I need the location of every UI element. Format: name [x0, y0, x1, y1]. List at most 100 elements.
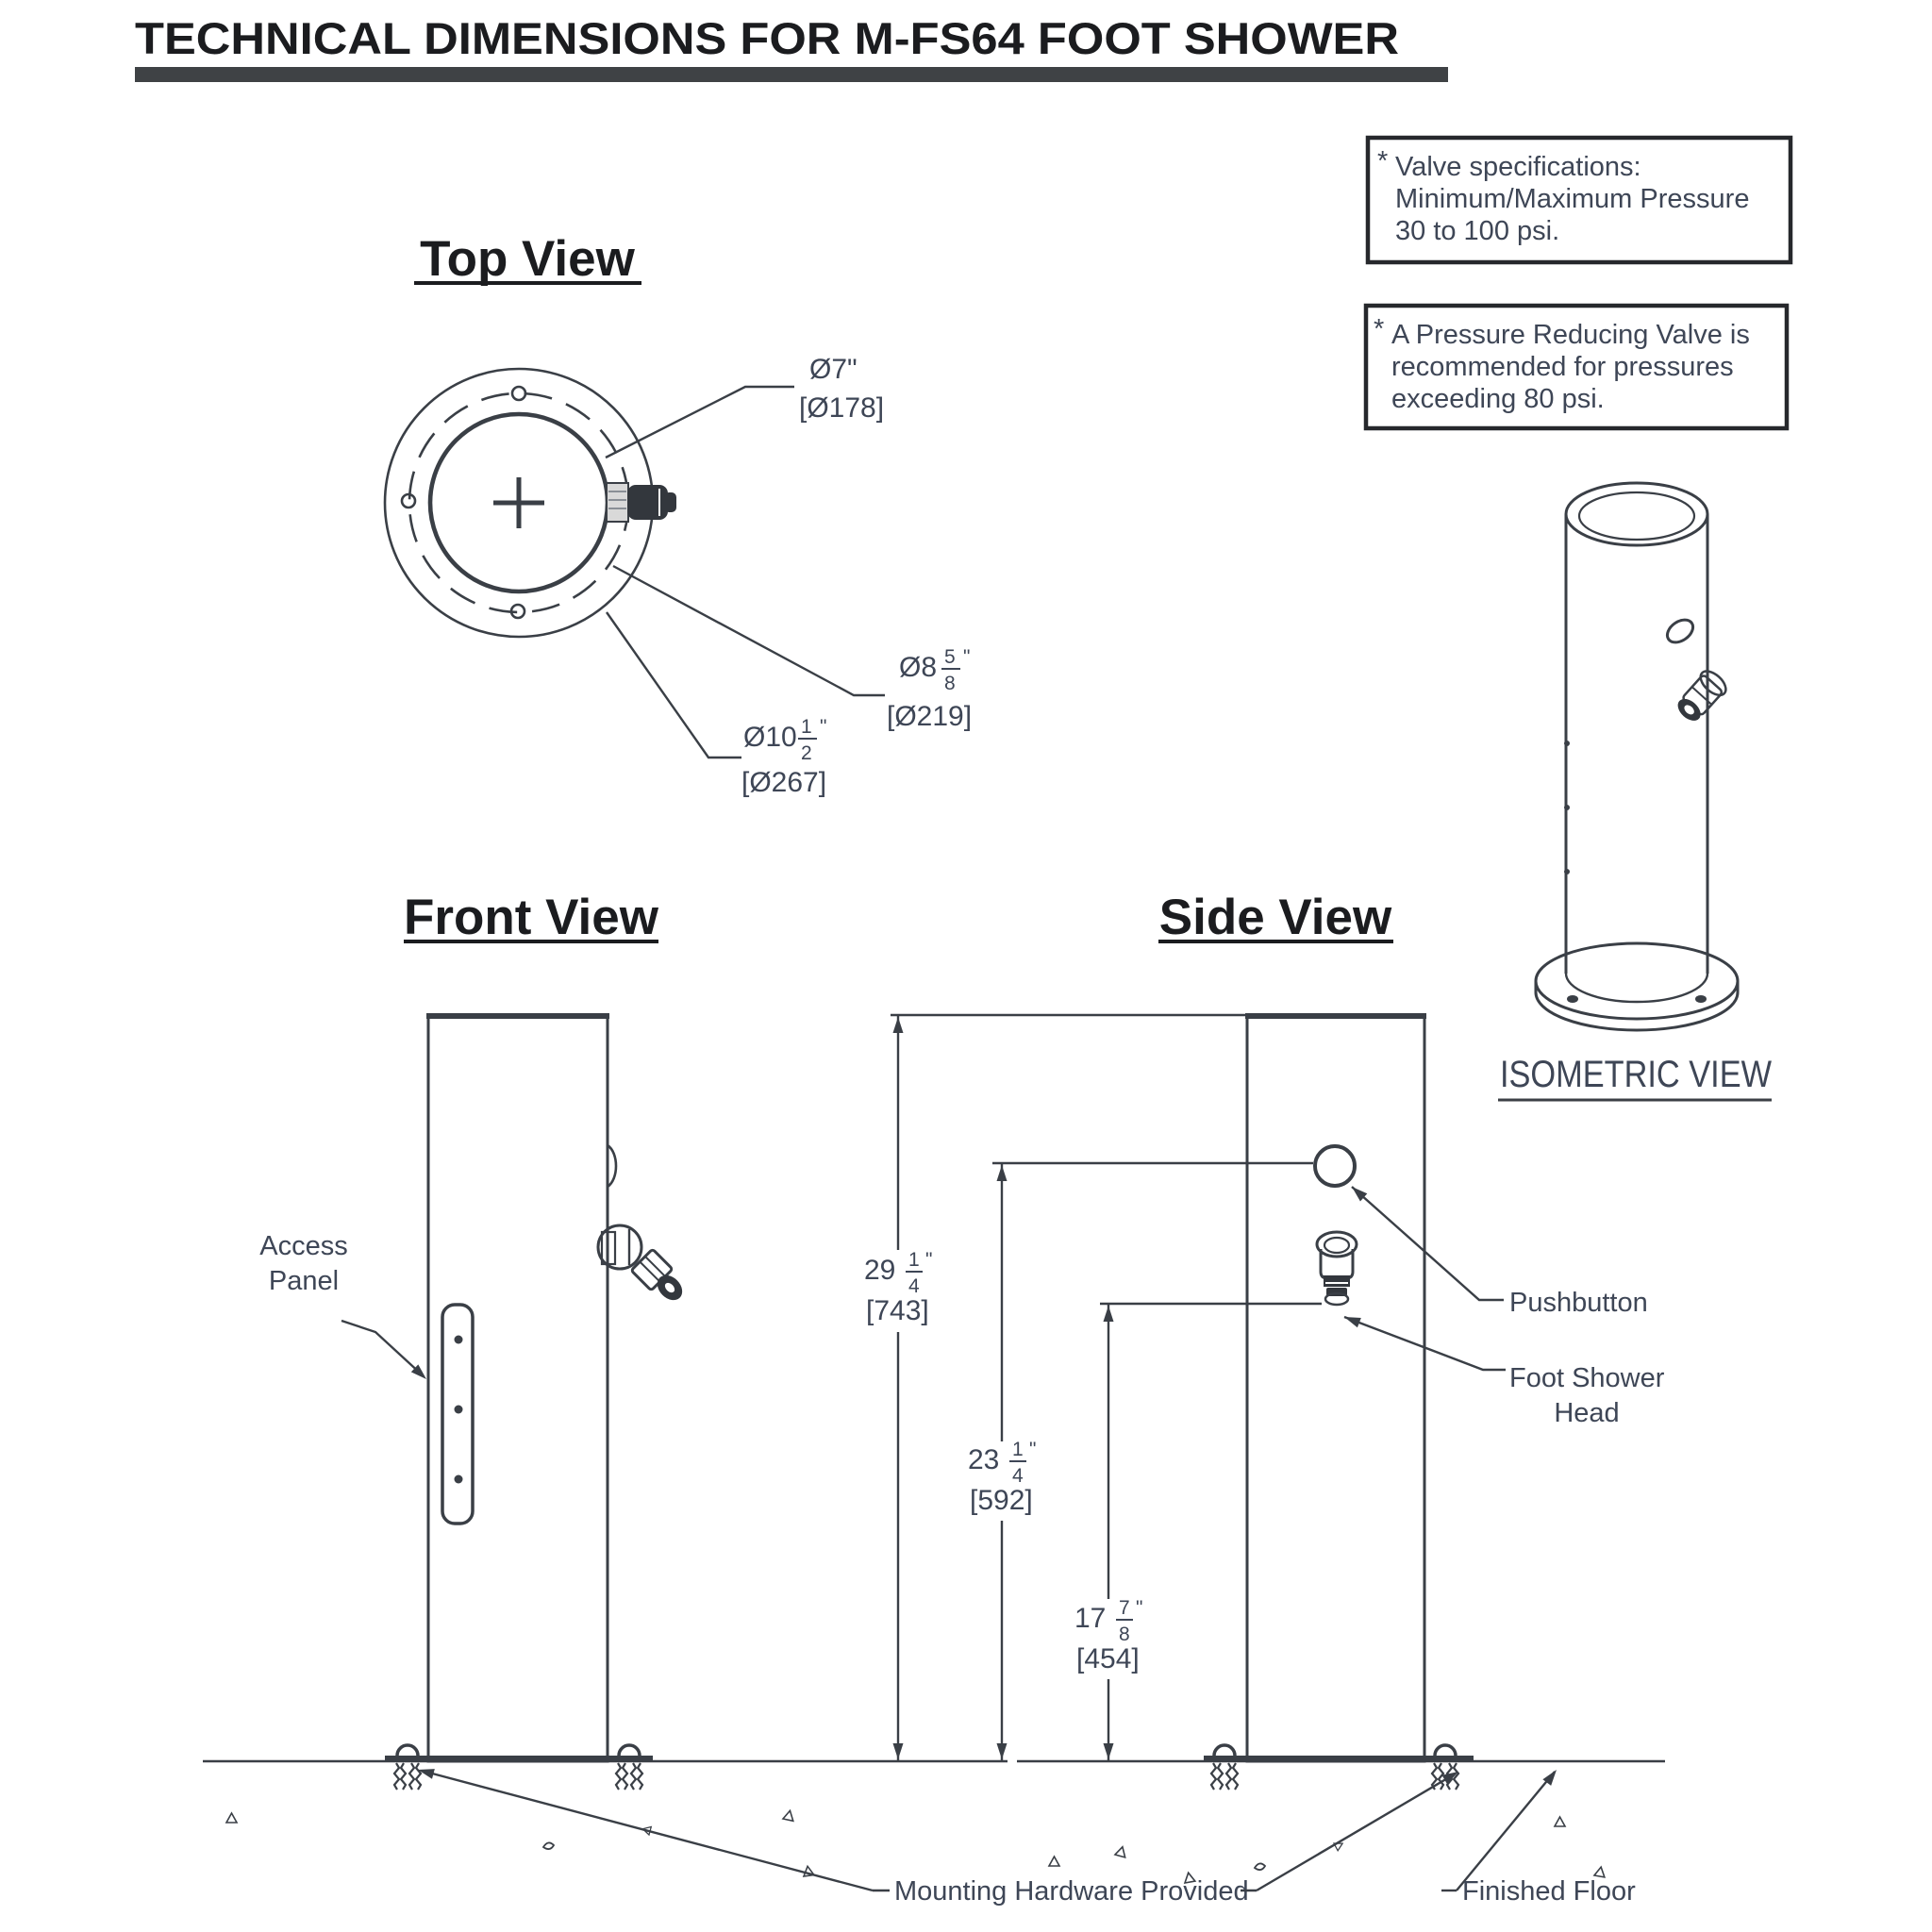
side-view: Side View 29 1 4 — [864, 890, 1665, 1791]
side-base-plate — [1204, 1756, 1474, 1762]
mounting-leader-right — [1256, 1772, 1457, 1892]
iso-panel-mark — [1564, 805, 1570, 810]
access-panel-screw — [454, 1405, 463, 1414]
dia-outer-num: 1 — [801, 716, 812, 738]
dim-head-arrow-top — [1103, 1306, 1114, 1322]
iso-panel-mark — [1564, 869, 1570, 874]
note-box-1-border — [1365, 135, 1793, 265]
elbow-barrel-band — [639, 1260, 661, 1283]
dim-total-den: 4 — [908, 1275, 920, 1297]
note2-line1: A Pressure Reducing Valve is — [1391, 320, 1750, 350]
access-panel-label-2: Panel — [269, 1266, 339, 1296]
front-view: Front View Access Panel — [259, 890, 683, 1791]
side-anchor-bolt-left — [1209, 1743, 1240, 1791]
dim-pb-whole: 23 — [968, 1444, 999, 1475]
side-anchor-bolt-right — [1430, 1743, 1460, 1791]
dia-bolt-num: 5 — [944, 646, 956, 668]
iso-fitting-ring — [1699, 670, 1727, 697]
leader-dia-outer — [606, 611, 741, 759]
aggregate-mark — [225, 1812, 238, 1824]
dim-pb-mm: [592] — [970, 1485, 1033, 1516]
iso-fitting-band — [1690, 686, 1713, 706]
note-box-2-border — [1363, 303, 1790, 431]
foot-shower-leader — [1343, 1315, 1506, 1372]
dim-total-unit: " — [925, 1249, 932, 1271]
dim-pb-den: 4 — [1012, 1465, 1024, 1487]
isometric-view-heading: ISOMETRIC VIEW — [1500, 1054, 1772, 1095]
nozzle-head — [627, 485, 668, 520]
front-view-heading: Front View — [404, 890, 659, 945]
dia-outer-label: Ø10 1 2 " [Ø267] — [741, 716, 826, 798]
dim-total-arrow-top — [892, 1017, 904, 1033]
mounting-leader-left — [421, 1769, 874, 1892]
note1-line2: Minimum/Maximum Pressure — [1395, 184, 1749, 214]
access-panel — [441, 1303, 475, 1525]
side-view-heading: Side View — [1159, 890, 1392, 945]
dim-head-unit: " — [1136, 1597, 1142, 1619]
isometric-view: ISOMETRIC VIEW — [1498, 481, 1772, 1102]
iso-cylinder-bottom-arc — [1564, 973, 1709, 1004]
side-post-top-cap — [1245, 1013, 1426, 1019]
mounting-hardware-label: Mounting Hardware Provided — [894, 1876, 1249, 1907]
dia-bolt-label: Ø8 5 8 " [Ø219] — [887, 646, 972, 732]
head-outlet — [1324, 1291, 1350, 1307]
dim-head-den: 8 — [1119, 1624, 1130, 1645]
bolt-hole-top — [510, 385, 527, 402]
finished-floor-label: Finished Floor — [1462, 1876, 1636, 1907]
dim-head-whole: 17 — [1074, 1603, 1106, 1634]
dia-bolt-mm: [Ø219] — [887, 701, 972, 732]
note-box-pressure-valve: * A Pressure Reducing Valve is recommend… — [1363, 303, 1790, 431]
pushbutton-profile-bump — [607, 1143, 618, 1189]
note2-line3: exceeding 80 psi. — [1391, 384, 1605, 414]
bolt-hole-bottom — [509, 603, 526, 620]
iso-cylinder-top-inner-rim — [1577, 491, 1696, 541]
dia-inner-mm: [Ø178] — [799, 392, 884, 424]
finished-floor-lines — [203, 1759, 1665, 1884]
top-view: Top View Ø7" [Ø178] Ø8 5 — [383, 231, 972, 798]
dia-bolt-den: 8 — [944, 673, 956, 694]
note-box-valve-specs: * Valve specifications: Minimum/Maximum … — [1365, 135, 1793, 265]
aggregate-mark — [1114, 1844, 1129, 1858]
dim-pb-num: 1 — [1012, 1439, 1024, 1460]
shower-elbow-front-view — [596, 1224, 683, 1301]
dia-outer-den: 2 — [801, 742, 812, 764]
access-panel-screw — [454, 1474, 463, 1484]
note1-line3: 30 to 100 psi. — [1395, 216, 1559, 246]
footer-callouts: Mounting Hardware Provided Finished Floo… — [416, 1764, 1636, 1907]
iso-flange-bolt-hole-left — [1567, 995, 1578, 1003]
note1-asterisk: * — [1377, 146, 1388, 176]
page-header: TECHNICAL DIMENSIONS FOR M-FS64 FOOT SHO… — [135, 13, 1448, 82]
dim-head-mm: [454] — [1076, 1643, 1140, 1674]
dim-total-whole: 29 — [864, 1255, 895, 1286]
dimension-pushbutton-height: 23 1 4 " [592] — [968, 1163, 1036, 1761]
aggregate-curl — [541, 1841, 556, 1850]
note1-line1: Valve specifications: — [1395, 152, 1641, 182]
finished-floor-leader — [1456, 1771, 1556, 1891]
page-title: TECHNICAL DIMENSIONS FOR M-FS64 FOOT SHO… — [135, 13, 1399, 63]
access-panel-leader — [341, 1319, 424, 1376]
side-post-body — [1245, 1013, 1426, 1763]
foot-shower-label-1: Foot Shower — [1509, 1363, 1665, 1393]
aggregate-mark — [782, 1808, 796, 1823]
front-post-body — [426, 1013, 609, 1763]
front-anchor-bolt-left — [392, 1743, 423, 1791]
elbow-cap — [596, 1224, 643, 1271]
dim-pb-arrow-top — [996, 1165, 1008, 1181]
front-anchor-bolt-right — [614, 1743, 644, 1791]
bolt-hole-left — [400, 492, 417, 509]
head-band-1 — [1324, 1275, 1350, 1287]
dim-total-mm: [743] — [866, 1295, 929, 1326]
access-panel-screw — [454, 1335, 463, 1344]
elbow-outlet-hole — [664, 1282, 675, 1293]
note2-asterisk: * — [1374, 314, 1384, 344]
iso-base-flange — [1534, 941, 1740, 1021]
dia-outer-mm: [Ø267] — [741, 767, 826, 798]
foot-shower-arrowhead — [1342, 1311, 1361, 1328]
dimension-total-height: 29 1 4 " [743] — [864, 1015, 932, 1761]
aggregate-mark — [1048, 1856, 1060, 1867]
dim-pb-arrow-bottom — [996, 1743, 1008, 1759]
aggregate-mark — [1554, 1816, 1566, 1827]
dim-total-num: 1 — [908, 1249, 920, 1271]
iso-pushbutton-hole — [1665, 618, 1695, 644]
aggregate-curl — [1253, 1862, 1267, 1871]
